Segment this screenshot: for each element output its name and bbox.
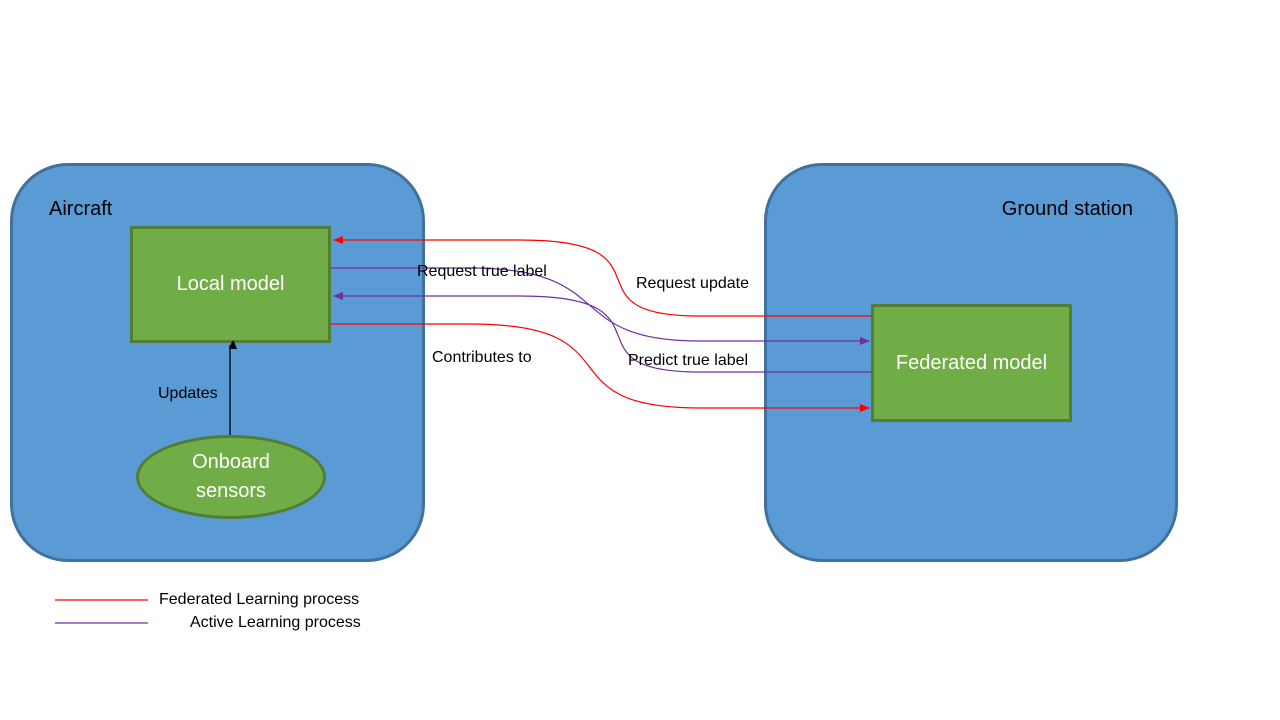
ground-station-container: Ground station — [764, 163, 1178, 562]
predict-true-label-arrow — [333, 292, 871, 373]
request-true-label-label: Request true label — [417, 263, 547, 280]
federated-model-box[interactable]: Federated model — [871, 304, 1072, 422]
contributes-to-arrow — [331, 323, 870, 412]
local-model-label: Local model — [176, 273, 285, 295]
local-model-box[interactable]: Local model — [130, 226, 331, 343]
aircraft-title: Aircraft — [49, 198, 113, 220]
legend-federated-label: Federated Learning process — [159, 591, 360, 608]
onboard-sensors-ellipse[interactable]: Onboard sensors — [136, 435, 326, 519]
request-true-label-arrow — [331, 267, 870, 345]
request-update-arrow — [333, 236, 871, 317]
legend-active-label: Active Learning process — [190, 614, 361, 631]
contributes-to-label: Contributes to — [432, 349, 532, 366]
predict-true-label-label: Predict true label — [628, 352, 749, 369]
federated-model-label: Federated model — [895, 351, 1048, 374]
updates-label: Updates — [158, 385, 218, 402]
ground-station-title: Ground station — [1001, 198, 1133, 220]
request-update-label: Request update — [636, 275, 749, 292]
onboard-sensors-label: Onboard sensors — [192, 451, 270, 502]
